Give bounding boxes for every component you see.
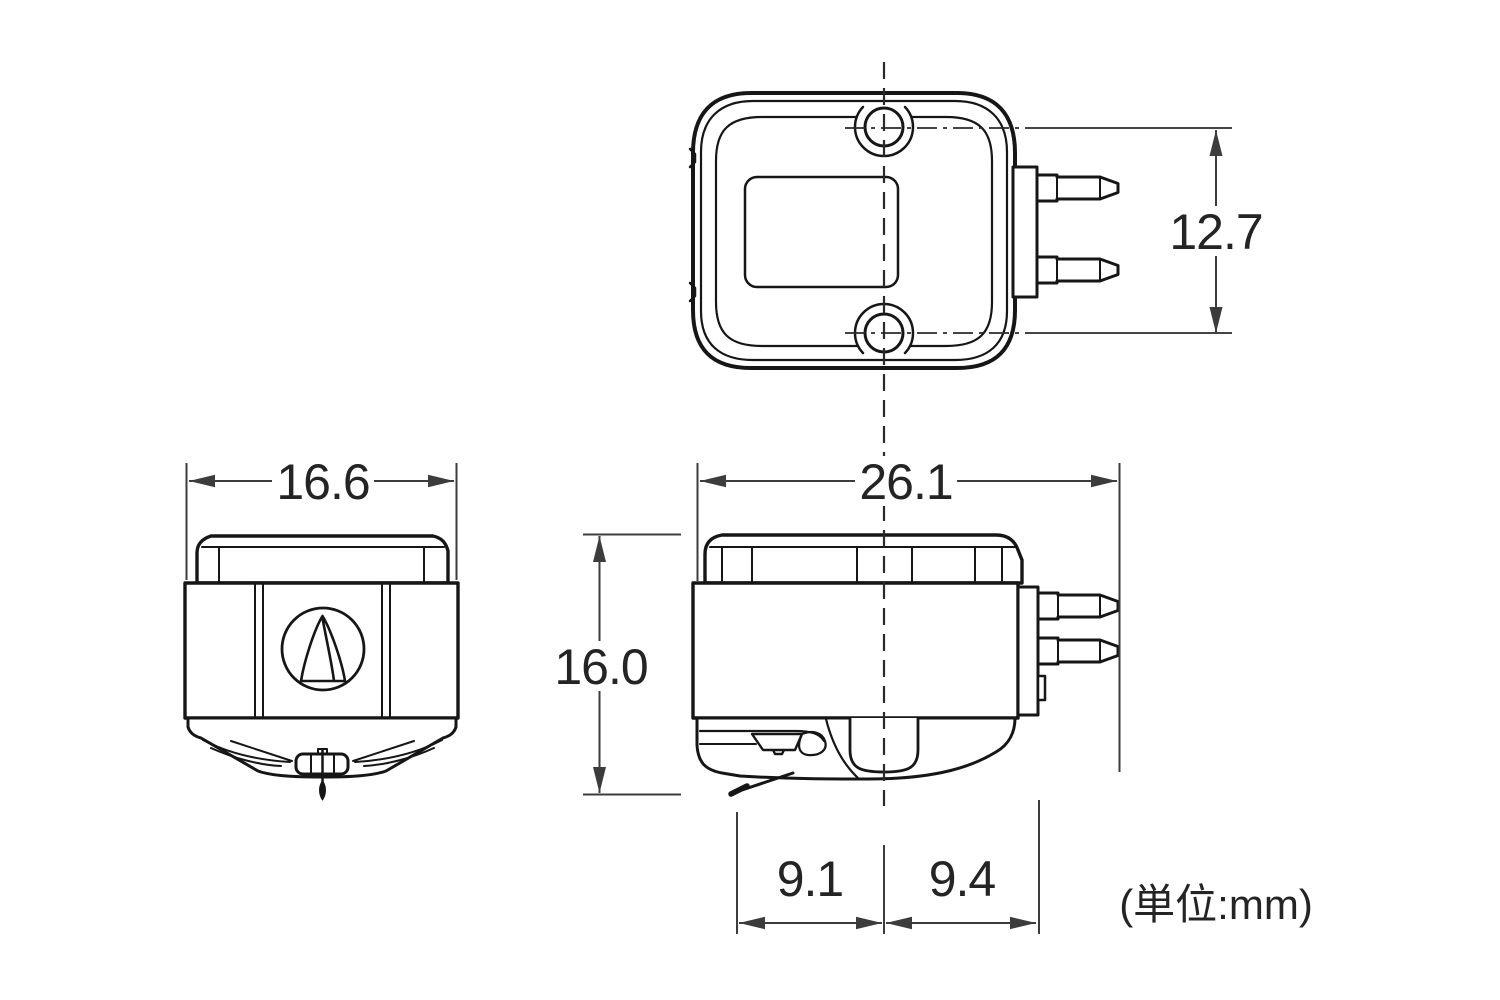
brand-logo-glyph — [299, 614, 347, 683]
dim-16-0-arrow-down — [593, 767, 606, 793]
dimension-front-width: 16.6 — [185, 454, 458, 580]
side-view-terminal-block — [1016, 585, 1040, 717]
dim-16-0-ext-lines — [583, 533, 681, 796]
side-view-pin-lower — [1036, 636, 1120, 666]
top-view-pin-left-channel-joints — [1056, 176, 1101, 200]
top-view-edge-notch-upper — [688, 147, 697, 169]
stylus-unit-boundary — [824, 717, 860, 780]
top-view-pin-right-channel — [1035, 255, 1120, 285]
dim-9-4-arrow-left — [886, 916, 912, 930]
dim-26-1-arrow-left — [700, 474, 726, 488]
dim-16-6-arrow-left — [189, 474, 215, 488]
dim-label-overall-height: 16.0 — [554, 639, 647, 695]
dim-9-1-arrow-right — [856, 916, 882, 930]
front-view-body — [183, 581, 460, 720]
dim-12-7-arrow-up — [1209, 130, 1223, 156]
front-view-right-wing — [352, 739, 443, 767]
cantilever — [740, 771, 795, 792]
dim-16-6-arrow-right — [428, 474, 454, 488]
dim-16-6-mask — [272, 456, 374, 506]
top-view-pin-left-channel — [1035, 173, 1120, 203]
side-view-terminal-step — [1036, 674, 1047, 702]
front-view-left-wing — [202, 739, 293, 767]
dim-26-1-arrow-right — [1091, 474, 1117, 488]
side-view-pin-upper — [1036, 591, 1120, 621]
brand-logo-circle — [280, 606, 366, 692]
top-view-pin-right-channel-joints — [1056, 258, 1101, 282]
top-view — [688, 91, 1120, 370]
front-view-mount-block — [195, 534, 450, 585]
dim-9-1-ext-lines — [736, 812, 885, 934]
dim-16-0-arrow-up — [593, 536, 606, 562]
top-view-panel-left — [714, 115, 860, 348]
dim-12-7-mask — [1164, 206, 1268, 256]
dim-label-pin-pitch: 12.7 — [1169, 204, 1262, 260]
stylus-unit-knob-curl — [798, 730, 827, 757]
dim-9-1-arrow-left — [739, 916, 765, 930]
dimension-overall-length: 26.1 — [696, 454, 1121, 772]
front-view — [183, 534, 460, 801]
dimensions: 12.7 16.6 26.1 16.0 — [185, 130, 1313, 934]
dim-label-overall-length: 26.1 — [859, 454, 952, 510]
unit-note: (単位:mm) — [1119, 881, 1313, 928]
dim-26-1-ext-lines — [696, 463, 1121, 772]
top-view-panel-right — [908, 115, 994, 348]
dimension-center-to-terminal: 9.4 — [886, 800, 1040, 934]
dim-9-4-arrow-right — [1010, 916, 1036, 930]
side-view-mount-block-ribs — [721, 546, 1003, 584]
side-view-pin-upper-joints — [1057, 594, 1101, 618]
dimension-overall-height: 16.0 — [549, 533, 681, 796]
top-view-inner-outline — [699, 99, 1009, 362]
side-view — [691, 533, 1120, 797]
top-view-label-plate — [743, 175, 900, 289]
dim-16-6-ext-lines — [185, 463, 458, 580]
dim-label-front-width: 16.6 — [276, 454, 369, 510]
stylus-tip-front — [319, 780, 326, 801]
top-view-terminal-block — [1011, 165, 1039, 299]
dim-label-center-to-terminal: 9.4 — [929, 851, 996, 907]
side-view-body — [691, 581, 1020, 720]
dim-label-stylus-to-center: 9.1 — [777, 851, 844, 907]
dim-16-0-mask — [549, 641, 653, 691]
stylus-unit-knob — [750, 732, 804, 756]
side-view-pin-lower-joints — [1057, 639, 1101, 663]
dimension-stylus-to-center: 9.1 — [736, 812, 885, 934]
dim-12-7-arrow-down — [1209, 307, 1223, 333]
side-view-mount-tab — [856, 546, 913, 584]
top-view-edge-notch-lower — [688, 281, 697, 303]
dimension-pin-pitch: 12.7 — [1164, 130, 1268, 333]
stylus-tip-side — [728, 783, 750, 797]
front-view-mount-block-ribs — [218, 546, 425, 584]
front-view-body-ribs — [254, 582, 391, 719]
centerlines — [845, 62, 1232, 806]
dim-26-1-mask — [855, 456, 957, 506]
